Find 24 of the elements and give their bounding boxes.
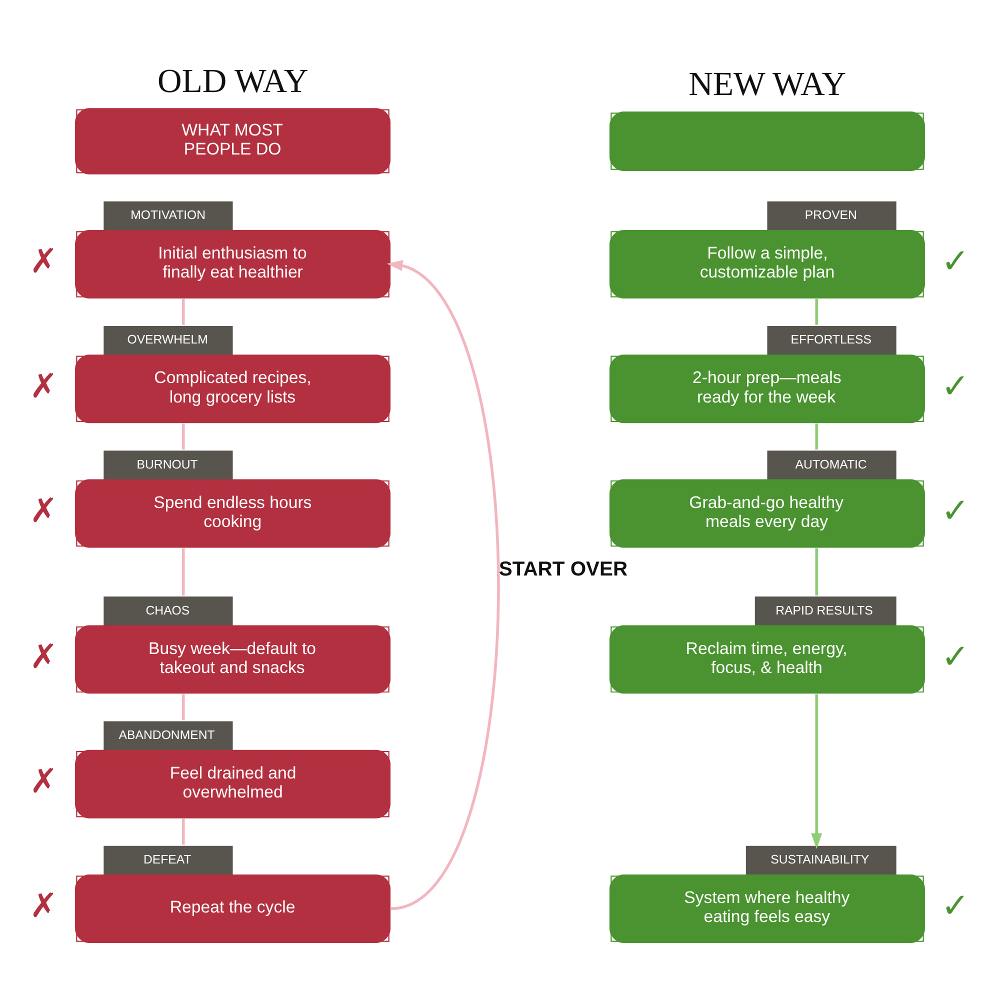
connector (182, 548, 185, 596)
node-label: ✗ (30, 761, 58, 800)
connector (182, 424, 185, 450)
node-label: ✓ (941, 490, 970, 530)
node-label: ✓ (941, 242, 970, 281)
arrow (811, 694, 822, 849)
connector (182, 694, 185, 720)
node-label: ✓ (941, 366, 970, 406)
connector (182, 818, 185, 845)
node-label: OLD WAY (158, 62, 308, 100)
edge-label: START OVER (498, 558, 628, 581)
connector (182, 299, 185, 325)
node-label: ✗ (30, 490, 58, 530)
node-label: ✓ (941, 636, 970, 676)
connector (815, 424, 818, 450)
node-label: ✓ (941, 886, 970, 926)
node-label: ✗ (30, 366, 58, 406)
connector (815, 548, 818, 596)
connector (815, 299, 818, 325)
node-label: ✗ (30, 242, 58, 281)
node-label: ✗ (30, 636, 58, 676)
arrow (386, 260, 500, 910)
node-label: ✗ (30, 886, 58, 926)
node-label: NEW WAY (688, 66, 846, 104)
